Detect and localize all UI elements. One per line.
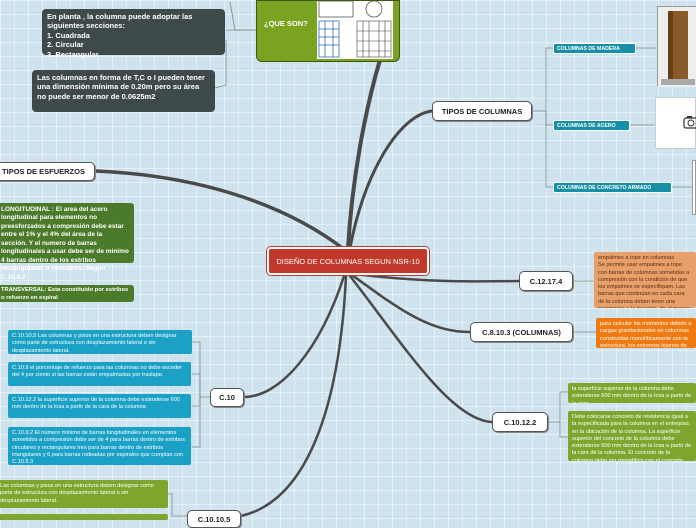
wood-column-image: [657, 6, 696, 87]
c-10-note-1-text: C.10.10.5 Las columnas y pisos en una es…: [12, 333, 177, 354]
c-10-10-5-note[interactable]: Las columnas y pisos en una estructura d…: [0, 480, 168, 508]
c-10-10-5-note-text: Las columnas y pisos en una estructura d…: [0, 483, 154, 504]
sections-note[interactable]: En planta , la columna puede adoptar las…: [42, 9, 225, 59]
tci-shape-note-text: Las columnas en forma de T,C o I pueden …: [37, 73, 205, 101]
c-10-note-1[interactable]: C.10.10.5 Las columnas y pisos en una es…: [8, 330, 192, 354]
c-8-10-3-note[interactable]: para calcular los momentos debido a carg…: [596, 318, 696, 348]
concrete-image-edge: [692, 160, 696, 215]
c-10-12-2-note-1-text: la superficie superior de la columna deb…: [572, 386, 692, 403]
c-8-10-3-node[interactable]: C.8.10.3 (COLUMNAS): [470, 322, 573, 342]
que-son-label: ¿QUE SON?: [264, 19, 308, 28]
column-sections-image: [317, 1, 393, 59]
columnas-concreto-node[interactable]: COLUMNAS DE CONCRETO ARMADO: [553, 182, 672, 193]
columnas-madera-node[interactable]: COLUMNAS DE MADERA: [553, 43, 636, 54]
columnas-madera-label: COLUMNAS DE MADERA: [557, 45, 620, 52]
tipos-esfuerzos-node[interactable]: TIPOS DE ESFUERZOS: [0, 162, 95, 181]
c-10-10-5-node[interactable]: C.10.10.5: [187, 510, 241, 528]
que-son-panel[interactable]: ¿QUE SON?: [256, 0, 400, 62]
columnas-acero-node[interactable]: COLUMNAS DE ACERO: [553, 120, 630, 131]
c-10-note-4-text: C.10.9.2 El número mínimo de barras long…: [12, 430, 185, 465]
image-placeholder: [655, 97, 696, 149]
c-10-label: C.10: [219, 393, 235, 402]
sections-note-text: En planta , la columna puede adoptar las…: [47, 12, 193, 59]
tci-shape-note[interactable]: Las columnas en forma de T,C o I pueden …: [32, 70, 215, 112]
c-10-note-3-text: C.10.12.2 la superficie superior de la c…: [12, 397, 180, 411]
central-topic-label: DISEÑO DE COLUMNAS SEGUN NSR-10: [276, 256, 420, 266]
c-10-12-2-note-2[interactable]: Debe colocarse concreto de resistencia i…: [568, 411, 696, 461]
c-12-17-4-note-text: empalmes a tope en columnas Se permite u…: [598, 255, 690, 308]
camera-icon: [683, 116, 696, 129]
wood-column-picture: [658, 7, 696, 87]
c-10-note-2[interactable]: C.10.9 el porcentaje de refuerzo para la…: [8, 362, 191, 386]
c-10-12-2-note-1[interactable]: la superficie superior de la columna deb…: [568, 383, 696, 403]
c-10-12-2-label: C.10.12.2: [503, 417, 537, 427]
c-8-10-3-note-text: para calcular los momentos debido a carg…: [600, 321, 692, 348]
tipos-esfuerzos-label: TIPOS DE ESFUERZOS: [2, 167, 85, 176]
columnas-concreto-label: COLUMNAS DE CONCRETO ARMADO: [557, 184, 652, 191]
c-8-10-3-label: C.8.10.3 (COLUMNAS): [482, 327, 561, 337]
c-10-note-3[interactable]: C.10.12.2 la superficie superior de la c…: [8, 394, 191, 418]
c-12-17-4-note[interactable]: empalmes a tope en columnas Se permite u…: [594, 252, 696, 308]
columnas-acero-label: COLUMNAS DE ACERO: [557, 122, 616, 129]
longitudinal-note-text: LONGITUDINAL : El area del acero longitu…: [1, 206, 129, 281]
central-topic[interactable]: DISEÑO DE COLUMNAS SEGUN NSR-10: [267, 247, 429, 275]
tipos-columnas-label: TIPOS DE COLUMNAS: [441, 106, 523, 116]
c-12-17-4-node[interactable]: C.12.17.4: [519, 271, 573, 291]
longitudinal-note[interactable]: LONGITUDINAL : El area del acero longitu…: [0, 203, 134, 281]
c-10-note-2-text: C.10.9 el porcentaje de refuerzo para la…: [12, 365, 183, 379]
c-10-note-4[interactable]: C.10.9.2 El número mínimo de barras long…: [8, 427, 191, 465]
c-10-12-2-note-2-text: Debe colocarse concreto de resistencia i…: [572, 414, 692, 461]
c-10-12-2-node[interactable]: C.10.12.2: [492, 412, 548, 432]
transversal-note-text: TRANSVERSAL: Esta constituido por estrib…: [1, 287, 129, 301]
c-12-17-4-label: C.12.17.4: [529, 276, 563, 286]
transversal-note[interactable]: TRANSVERSAL: Esta constituido por estrib…: [0, 285, 134, 302]
c-10-node[interactable]: C.10: [210, 388, 244, 407]
tipos-columnas-node[interactable]: TIPOS DE COLUMNAS: [432, 101, 532, 121]
c-10-10-5-note-2: [0, 514, 168, 520]
